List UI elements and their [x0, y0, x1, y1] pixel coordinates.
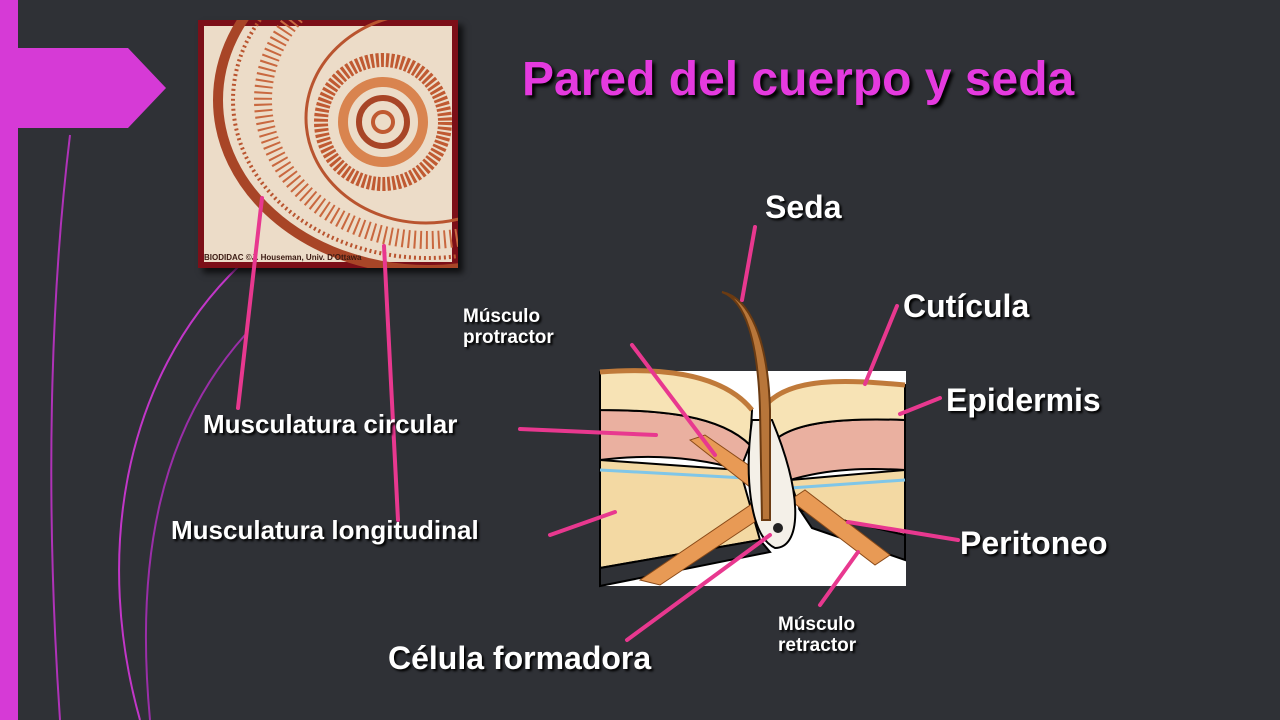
label-seda: Seda [765, 189, 842, 225]
pointer-photo-circular [236, 196, 264, 410]
pointer-peritoneo [846, 520, 960, 542]
pointer-cuticula [863, 304, 899, 386]
pointer-seda [740, 225, 757, 302]
retractor-muscle [789, 489, 891, 566]
label-musculo-protractor-line1: Músculo [463, 306, 541, 327]
pointer-musculo-retractor [818, 550, 860, 607]
cuticle-left [599, 368, 754, 412]
label-musculo-protractor: Músculo protractor [463, 306, 554, 349]
decorative-curve [144, 334, 246, 720]
seta-bristle [721, 291, 771, 521]
photo-credit: BIODIDAC ©J. Houseman, Univ. D'Ottawa [204, 253, 362, 262]
label-musculo-retractor: Músculo retractor [778, 614, 857, 657]
label-musculo-retractor-line1: Músculo [778, 614, 856, 635]
left-accent-bar [0, 0, 18, 720]
formative-cell-nucleus [773, 523, 783, 533]
micrograph-photo: BIODIDAC ©J. Houseman, Univ. D'Ottawa [198, 20, 458, 268]
pointer-photo-longitudinal [382, 244, 400, 522]
label-musculo-protractor-line2: protractor [463, 326, 554, 348]
peritoneum-left [599, 468, 746, 480]
slide-title: Pared del cuerpo y seda [522, 53, 1075, 106]
peritoneum-right [789, 478, 906, 490]
label-musculatura-longitudinal: Musculatura longitudinal [171, 515, 479, 545]
label-musculatura-circular: Musculatura circular [203, 409, 458, 439]
pointer-musculatura-longitudinal [548, 510, 617, 537]
label-peritoneo: Peritoneo [960, 525, 1108, 561]
arrow-accent-shape [18, 48, 166, 128]
label-celula-formadora: Célula formadora [388, 640, 652, 676]
decorative-curve [118, 264, 241, 720]
pointer-musculatura-circular [518, 427, 658, 437]
pointer-celula-formadora [625, 533, 772, 642]
label-musculo-retractor-line2: retractor [778, 634, 857, 656]
pointer-musculo-protractor [630, 343, 717, 457]
label-epidermis: Epidermis [946, 382, 1101, 418]
label-cuticula: Cutícula [903, 288, 1030, 324]
micrograph-image: BIODIDAC ©J. Houseman, Univ. D'Ottawa [204, 20, 458, 268]
pointer-epidermis [898, 396, 942, 416]
cuticle-right [759, 379, 906, 412]
decorative-curve [50, 134, 71, 720]
